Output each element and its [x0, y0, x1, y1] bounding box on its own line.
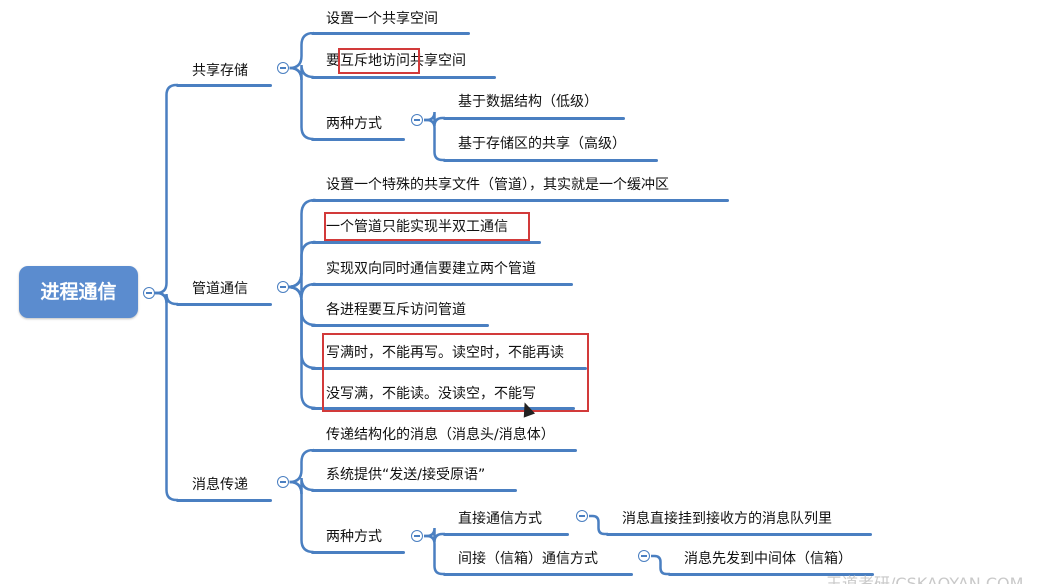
leaf-node-half-duplex[interactable]: 一个管道只能实现半双工通信: [326, 219, 508, 235]
leaf-underline: [311, 367, 587, 370]
sub-branch-direct[interactable]: 直接通信方式: [458, 511, 542, 527]
connector-line: [287, 285, 316, 410]
leaf-node-mutex-access[interactable]: 要互斥地访问共享空间: [326, 52, 466, 70]
leaf-node[interactable]: 传递结构化的消息（消息头/消息体）: [326, 427, 555, 443]
connector-line: [424, 118, 445, 162]
leaf-node[interactable]: 消息先发到中间体（信箱）: [684, 551, 852, 567]
sub-branch-two-methods[interactable]: 两种方式: [326, 529, 382, 545]
leaf-node[interactable]: 基于数据结构（低级）: [458, 94, 598, 110]
highlighted-text: 互斥地访问: [340, 53, 410, 69]
leaf-underline: [311, 138, 405, 141]
root-node[interactable]: 进程通信: [19, 266, 138, 318]
sub-branch-two-methods[interactable]: 两种方式: [326, 116, 382, 132]
leaf-underline: [311, 551, 405, 554]
connector-line: [289, 480, 314, 554]
collapse-icon-shared-storage[interactable]: [277, 62, 289, 74]
leaf-underline: [668, 573, 874, 576]
branch-underline: [176, 303, 272, 306]
watermark: 王道考研/CSKAOYAN.COM: [826, 575, 1023, 584]
connector-line: [289, 448, 314, 484]
collapse-icon-indirect[interactable]: [638, 550, 650, 562]
red-highlight-box: [322, 333, 589, 412]
leaf-node[interactable]: 基于存储区的共享（高级）: [458, 136, 626, 152]
leaf-underline: [311, 407, 575, 410]
leaf-underline: [311, 241, 541, 244]
connector-line: [287, 272, 316, 299]
text-part: 共享空间: [410, 53, 466, 69]
connector-line: [651, 554, 670, 576]
connector-line: [289, 66, 314, 141]
collapse-icon-direct[interactable]: [576, 510, 588, 522]
leaf-underline: [311, 283, 573, 286]
leaf-underline: [311, 324, 489, 327]
leaf-underline: [311, 32, 470, 35]
red-highlight-box: [338, 48, 420, 74]
leaf-node[interactable]: 各进程要互斥访问管道: [326, 302, 466, 318]
leaf-node[interactable]: 系统提供“发送/接受原语”: [326, 467, 486, 483]
leaf-node[interactable]: 消息直接挂到接收方的消息队列里: [622, 511, 832, 527]
leaf-node[interactable]: 设置一个特殊的共享文件（管道），其实就是一个缓冲区: [326, 177, 669, 193]
branch-underline: [176, 499, 272, 502]
connector-line: [155, 291, 178, 502]
leaf-underline: [311, 199, 729, 202]
collapse-icon-two-methods[interactable]: [411, 114, 423, 126]
leaf-underline: [311, 76, 496, 79]
leaf-underline: [311, 449, 577, 452]
leaf-underline: [606, 533, 872, 536]
red-highlight-box: [324, 212, 530, 241]
branch-shared-storage[interactable]: 共享存储: [192, 63, 248, 79]
leaf-node[interactable]: 没写满，不能读。没读空，不能写: [326, 386, 536, 402]
collapse-icon-root[interactable]: [143, 287, 155, 299]
connector-line: [155, 83, 178, 295]
leaf-underline: [311, 489, 517, 492]
leaf-node[interactable]: 实现双向同时通信要建立两个管道: [326, 261, 536, 277]
collapse-icon-pipe[interactable]: [277, 281, 289, 293]
leaf-underline: [443, 533, 569, 536]
sub-branch-indirect[interactable]: 间接（信箱）通信方式: [458, 551, 598, 567]
leaf-underline: [443, 117, 625, 120]
leaf-node[interactable]: 设置一个共享空间: [326, 11, 438, 27]
connector-line: [424, 534, 445, 576]
leaf-underline: [443, 159, 658, 162]
branch-underline: [176, 84, 272, 87]
connector-line: [589, 514, 608, 536]
leaf-node[interactable]: 写满时，不能再写。读空时，不能再读: [326, 345, 564, 361]
text-part: 要: [326, 53, 340, 69]
branch-pipe-communication[interactable]: 管道通信: [192, 281, 248, 297]
leaf-underline: [443, 573, 633, 576]
collapse-icon-two-methods-msg[interactable]: [411, 530, 423, 542]
collapse-icon-message[interactable]: [277, 476, 289, 488]
branch-message-passing[interactable]: 消息传递: [192, 477, 248, 493]
connector-line: [289, 31, 314, 70]
